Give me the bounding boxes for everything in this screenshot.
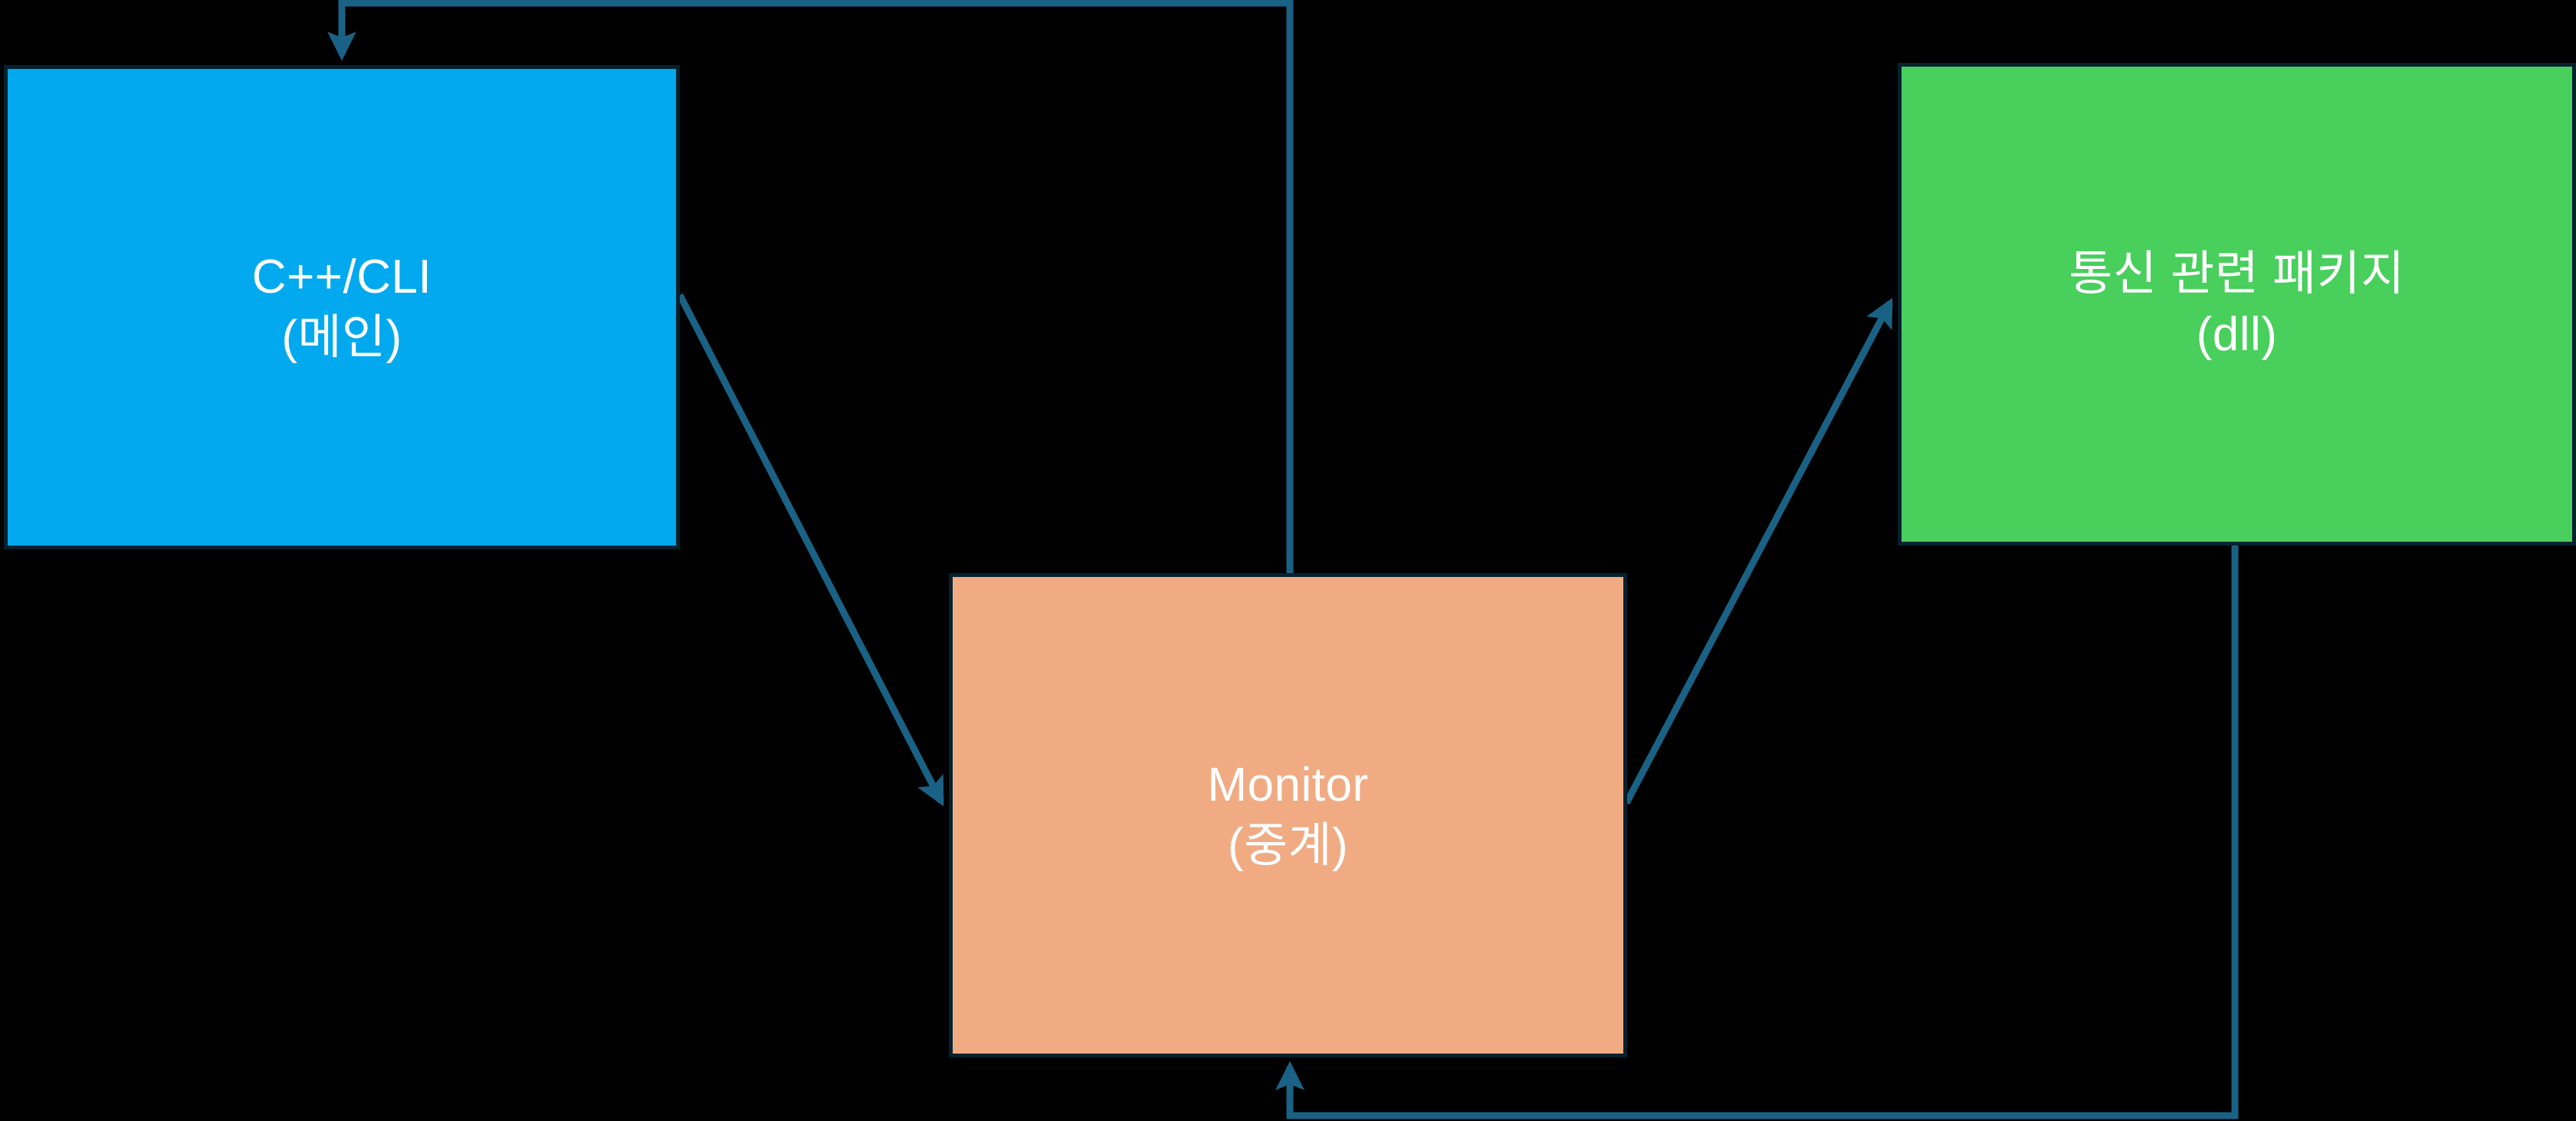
cpp-cli-node-subtitle: (메인) [281,311,402,364]
cpp-cli-node[interactable]: C++/CLI (메인) [4,65,680,549]
monitor-node-title: Monitor [1207,758,1369,811]
edge-cli-to-monitor [677,293,944,807]
communication-package-node-subtitle: (dll) [2196,308,2278,361]
cpp-cli-node-title: C++/CLI [251,250,432,303]
communication-package-node-title: 통신 관련 패키지 [2069,247,2405,300]
monitor-node-subtitle: (중계) [1227,819,1349,872]
edge-monitor-to-package [1623,297,1893,805]
communication-package-node[interactable]: 통신 관련 패키지 (dll) [1898,63,2576,546]
monitor-node[interactable]: Monitor (중계) [949,573,1627,1057]
